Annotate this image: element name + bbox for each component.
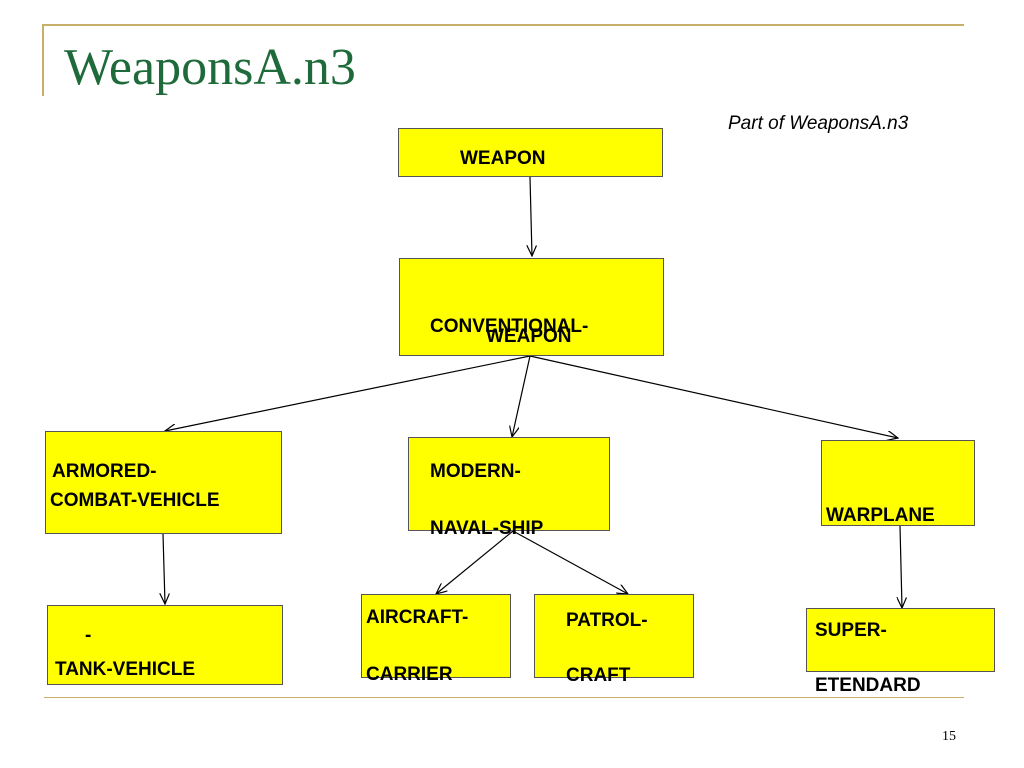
node-super-etendard-label-line1: SUPER-: [815, 620, 887, 641]
edge-weapon-to-conventional: [530, 176, 532, 256]
edge-naval-to-patrol: [512, 530, 628, 594]
node-super-etendard: [806, 608, 995, 672]
node-weapon-label: WEAPON: [460, 148, 546, 169]
node-patrol-craft-label-line1: PATROL-: [566, 610, 648, 631]
slide-frame-left-line: [42, 24, 44, 96]
edge-conventional-to-naval: [512, 355, 531, 437]
edge-conventional-to-armored: [165, 355, 531, 431]
edge-armored-to-tank: [163, 533, 165, 604]
node-warplane-label: WARPLANE: [826, 505, 935, 526]
node-modern-naval-ship: [408, 437, 610, 531]
node-weapon: [398, 128, 663, 177]
slide-title: WeaponsA.n3: [64, 39, 356, 96]
node-conventional-weapon-label-line2: WEAPON: [486, 326, 572, 347]
edge-warplane-to-super: [900, 525, 902, 608]
node-modern-naval-ship-label-line1: MODERN-: [430, 461, 521, 482]
node-armored-combat-vehicle: [45, 431, 282, 534]
node-super-etendard-label-line2: ETENDARD: [815, 675, 921, 696]
slide-frame-top-line: [42, 24, 964, 26]
edge-conventional-to-warplane: [529, 355, 898, 438]
node-warplane: [821, 440, 975, 526]
slide-subtitle: Part of WeaponsA.n3: [728, 113, 909, 134]
node-tank-vehicle: [47, 605, 283, 685]
edge-naval-to-carrier: [436, 530, 514, 594]
node-modern-naval-ship-label-line2: NAVAL-SHIP: [430, 518, 544, 539]
node-aircraft-carrier-label-line1: AIRCRAFT-: [366, 607, 469, 628]
node-patrol-craft: [534, 594, 694, 678]
node-aircraft-carrier: [361, 594, 511, 678]
slide-frame-bottom-line: [44, 697, 964, 698]
node-conventional-weapon: [399, 258, 664, 356]
node-tank-vehicle-label-line1: -: [85, 625, 92, 646]
node-aircraft-carrier-label-line2: CARRIER: [366, 664, 453, 685]
node-armored-combat-vehicle-label-line1: ARMORED-: [52, 461, 157, 482]
node-tank-vehicle-label-line2: TANK-VEHICLE: [55, 659, 196, 680]
node-patrol-craft-label-line2: CRAFT: [566, 665, 631, 686]
node-armored-combat-vehicle-label-line2: COMBAT-VEHICLE: [50, 490, 220, 511]
node-conventional-weapon-label-line1: CONVENTIONAL-: [430, 316, 589, 337]
slide-number: 15: [942, 729, 956, 744]
